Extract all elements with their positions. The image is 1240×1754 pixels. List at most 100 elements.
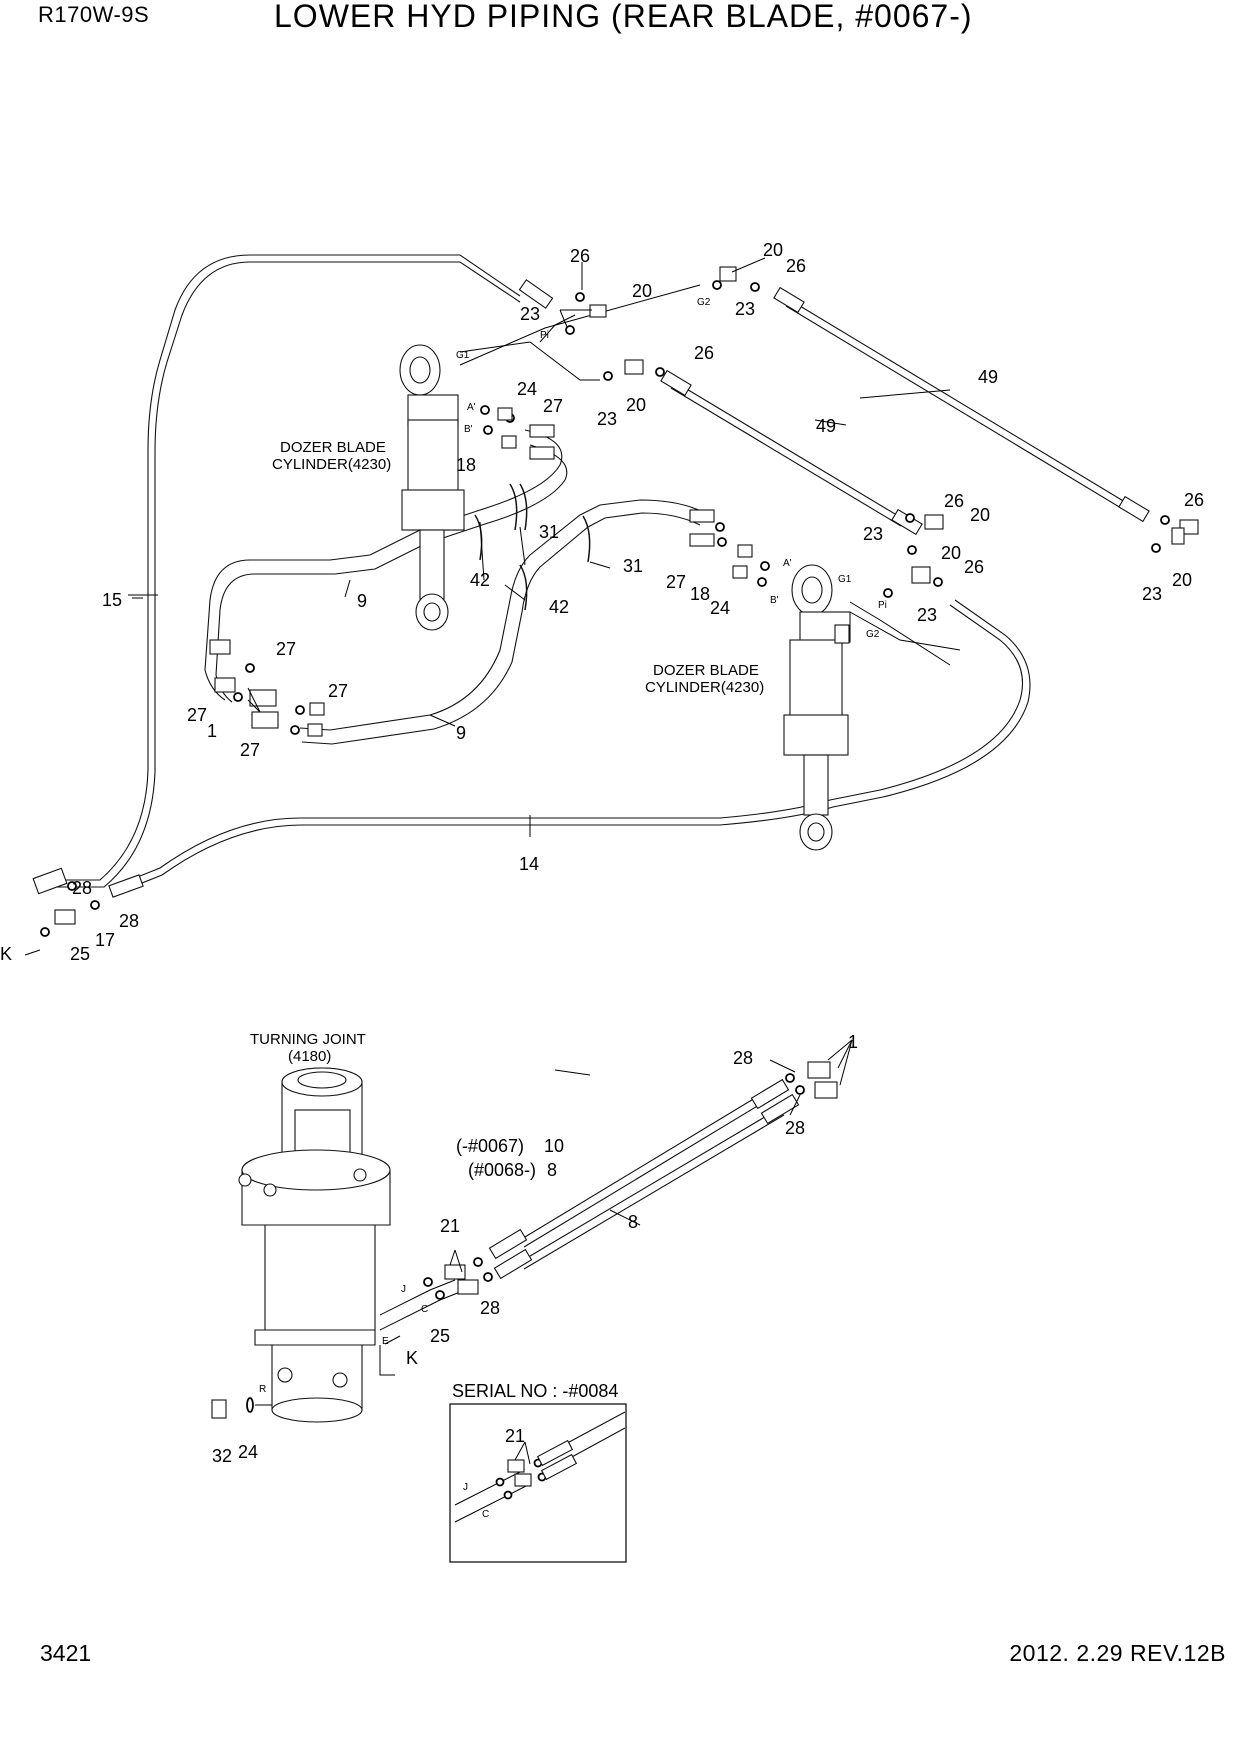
leader-lines — [24, 257, 951, 1465]
callout-49: 49 — [816, 416, 836, 436]
callout-26: 26 — [964, 557, 984, 577]
callout-26: 26 — [944, 491, 964, 511]
callout-28: 28 — [72, 878, 92, 898]
page-number: 3421 — [40, 1640, 92, 1666]
hose-8 — [488, 1078, 800, 1280]
callout-23: 23 — [917, 605, 937, 625]
callout-20: 20 — [970, 505, 990, 525]
port-k-lower: K — [406, 1348, 418, 1368]
callout-28: 28 — [119, 911, 139, 931]
dozer-cylinder-left — [399, 344, 465, 631]
dozer-right-label-2: CYLINDER(4230) — [645, 679, 764, 696]
callout-24: 24 — [517, 379, 537, 399]
callout-23: 23 — [520, 304, 540, 324]
port-g1-right: G1 — [838, 574, 852, 585]
callout-24: 24 — [710, 598, 730, 618]
port-e: E — [382, 1336, 389, 1347]
callout-14: 14 — [519, 854, 539, 874]
callout-18: 18 — [690, 584, 710, 604]
port-b-right: B' — [770, 595, 779, 606]
dozer-left-label-1: DOZER BLADE — [280, 439, 386, 456]
callout-18: 18 — [456, 455, 476, 475]
callout-20: 20 — [763, 240, 783, 260]
port-b-left: B' — [464, 424, 473, 435]
callout-27: 27 — [240, 740, 260, 760]
dozer-left-label-2: CYLINDER(4230) — [272, 456, 391, 473]
callout-20: 20 — [941, 543, 961, 563]
callout-20: 20 — [1172, 570, 1192, 590]
callout-27: 27 — [187, 705, 207, 725]
dozer-right-label-1: DOZER BLADE — [653, 662, 759, 679]
callout-10: 10 — [544, 1136, 564, 1156]
turning-joint — [238, 1067, 391, 1423]
callout-31: 31 — [539, 522, 559, 542]
callout-21: 21 — [440, 1216, 460, 1236]
callout-1: 1 — [207, 721, 217, 741]
hose-14 — [108, 599, 1031, 898]
callout-9: 9 — [357, 591, 367, 611]
turning-joint-label-1: TURNING JOINT — [250, 1031, 366, 1048]
pipe-9-left — [204, 429, 568, 703]
callout-27: 27 — [543, 396, 563, 416]
port-c: C — [421, 1304, 428, 1315]
port-g2-left: G2 — [697, 297, 711, 308]
callout-31: 31 — [623, 556, 643, 576]
port-k-upper: K — [0, 944, 12, 964]
callout-23: 23 — [597, 409, 617, 429]
upper-fittings — [40, 266, 1199, 937]
dozer-cylinder-right — [783, 564, 851, 851]
callout-32: 32 — [212, 1446, 232, 1466]
callout-20: 20 — [626, 395, 646, 415]
callout-15: 15 — [102, 590, 122, 610]
callout-26: 26 — [694, 343, 714, 363]
callout-9: 9 — [456, 723, 466, 743]
callout-24: 24 — [238, 1442, 258, 1462]
callout-23: 23 — [863, 524, 883, 544]
callout-42: 42 — [549, 597, 569, 617]
serial-range-1: (-#0067) — [456, 1136, 524, 1156]
hose-49-upper — [773, 286, 1150, 523]
callout-42: 42 — [470, 570, 490, 590]
serial-range-2: (#0068-) — [468, 1160, 536, 1180]
callout-26: 26 — [570, 246, 590, 266]
page-title: LOWER HYD PIPING (REAR BLADE, #0067-) — [274, 0, 973, 34]
port-a-left: A' — [467, 402, 476, 413]
clamps — [474, 483, 591, 611]
model-code: R170W-9S — [38, 2, 150, 27]
callout-17: 17 — [95, 930, 115, 950]
port-g2-right: G2 — [866, 629, 880, 640]
callout-49: 49 — [978, 367, 998, 387]
port-j: J — [401, 1284, 406, 1295]
callout-20: 20 — [632, 281, 652, 301]
callout-27: 27 — [276, 639, 296, 659]
pipe-9-right — [299, 499, 706, 745]
callout-1: 1 — [848, 1032, 858, 1052]
port-pi-left: Pi — [540, 330, 549, 341]
callout-28: 28 — [785, 1118, 805, 1138]
callout-27: 27 — [328, 681, 348, 701]
callout-28: 28 — [733, 1048, 753, 1068]
inset-port-j: J — [463, 1482, 468, 1493]
callout-23: 23 — [1142, 584, 1162, 604]
serial-inset-box — [449, 1403, 627, 1563]
port-pi-right: Pi — [878, 600, 887, 611]
port-g1-left: G1 — [456, 350, 470, 361]
turning-joint-label-2: (4180) — [288, 1048, 331, 1065]
callout-28: 28 — [480, 1298, 500, 1318]
callout-25: 25 — [70, 944, 90, 964]
callout-26: 26 — [1184, 490, 1204, 510]
callout-26: 26 — [786, 256, 806, 276]
port-a-right: A' — [783, 558, 792, 569]
lower-fittings — [211, 1061, 838, 1419]
inset-port-c: C — [482, 1509, 489, 1520]
hose-49-lower — [660, 369, 923, 536]
serial-inset-label: SERIAL NO : -#0084 — [452, 1381, 618, 1401]
callout-8: 8 — [628, 1212, 638, 1232]
callout-27: 27 — [666, 572, 686, 592]
callout-23: 23 — [735, 299, 755, 319]
revision-date: 2012. 2.29 REV.12B — [1009, 1640, 1226, 1666]
callout-21: 21 — [505, 1426, 525, 1446]
pilot-lines — [459, 284, 961, 666]
callout-8: 8 — [547, 1160, 557, 1180]
